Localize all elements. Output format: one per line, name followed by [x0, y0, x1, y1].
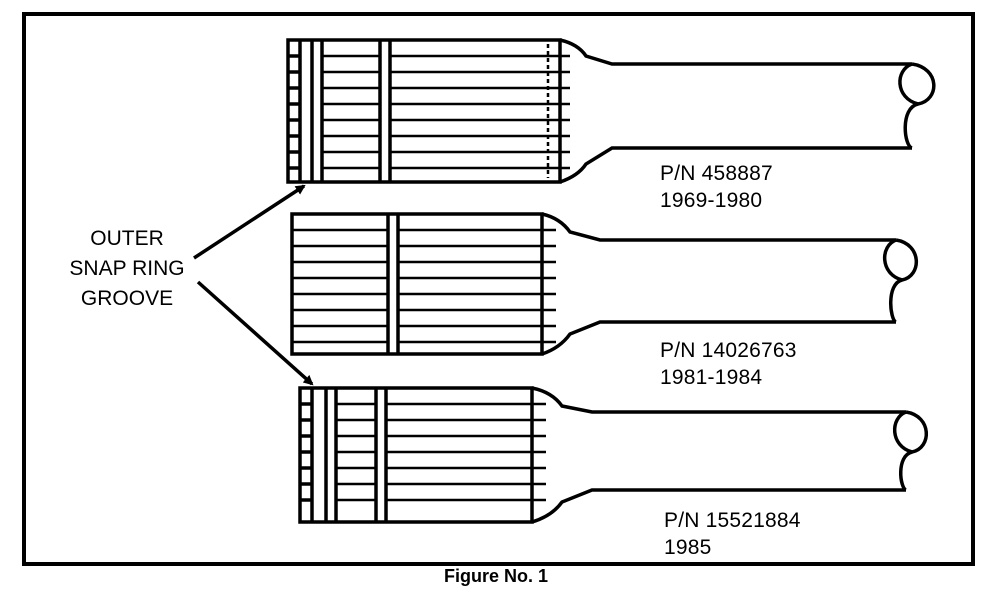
callout-line-1: OUTER	[90, 227, 164, 250]
figure-caption: Figure No. 1	[443, 566, 548, 586]
part-number: P/N 15521884	[664, 509, 801, 532]
arrow-to-shaft-1	[193, 184, 306, 260]
part-number: P/N 458887	[660, 162, 773, 185]
shaft-2	[290, 212, 919, 356]
figure-frame	[22, 12, 975, 566]
part-label-1: P/N 458887 1969-1980	[660, 160, 773, 214]
part-label-2: P/N 14026763 1981-1984	[660, 337, 797, 391]
part-years: 1969-1980	[660, 189, 763, 212]
shaft-3	[298, 386, 929, 524]
callout-line-3: GROOVE	[80, 287, 174, 310]
arrow-to-shaft-3	[196, 280, 314, 386]
part-years: 1985	[664, 536, 712, 559]
callout-line-2: SNAP RING	[69, 257, 185, 280]
part-years: 1981-1984	[660, 366, 763, 389]
part-label-3: P/N 15521884 1985	[664, 507, 801, 561]
part-number: P/N 14026763	[660, 339, 797, 362]
outer-snap-ring-groove-label: OUTER SNAP RING GROOVE	[42, 224, 212, 314]
shaft-1	[286, 38, 936, 184]
